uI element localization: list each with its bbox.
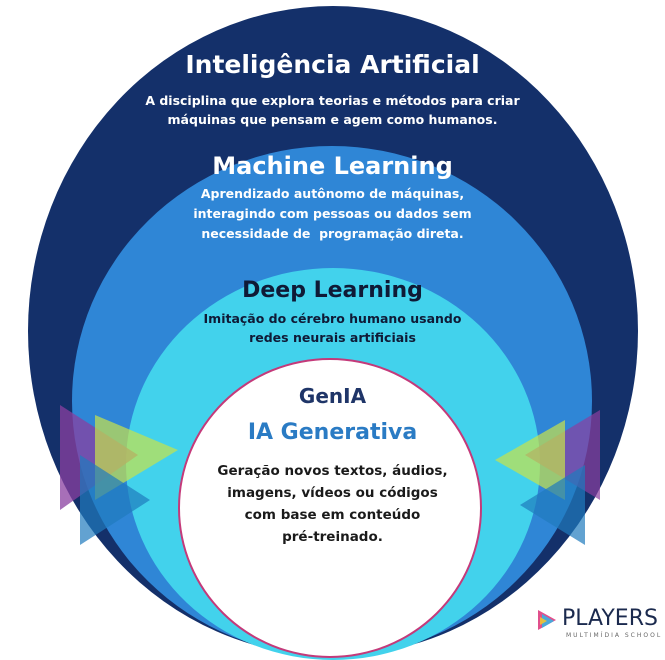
- right-blue-triangle: [520, 465, 585, 545]
- genia-circle: [178, 358, 482, 658]
- ml-desc-line: necessidade de programação direta.: [201, 226, 464, 241]
- ai-title: Inteligência Artificial: [185, 50, 480, 79]
- genia-subtitle: IA Generativa: [247, 420, 418, 445]
- ai-desc-line: A disciplina que explora teorias e métod…: [145, 93, 520, 108]
- ai-desc-line: máquinas que pensam e agem como humanos.: [167, 112, 498, 127]
- logo-text: PLAYERS: [562, 606, 658, 631]
- dl-description: Imitação do cérebro humano usando redes …: [0, 309, 665, 347]
- genia-desc-line: imagens, vídeos ou códigos: [227, 485, 438, 501]
- genia-title: GenIA: [298, 384, 367, 408]
- logo-subtext: MULTIMÍDIA SCHOOL: [566, 632, 663, 639]
- ai-description: A disciplina que explora teorias e métod…: [0, 91, 665, 129]
- genia-desc-line: com base em conteúdo: [244, 507, 421, 523]
- ml-desc-line: interagindo com pessoas ou dados sem: [193, 206, 472, 221]
- right-green-triangle: [495, 420, 565, 500]
- genia-desc-line: pré-treinado.: [282, 529, 383, 545]
- dl-desc-line: redes neurais artificiais: [249, 330, 416, 345]
- play-logo-icon: [538, 610, 556, 630]
- genia-desc-line: Geração novos textos, áudios,: [217, 463, 448, 479]
- left-blue-triangle: [80, 455, 150, 545]
- dl-desc-line: Imitação do cérebro humano usando: [203, 311, 462, 326]
- genia-description: Geração novos textos, áudios, imagens, v…: [0, 460, 665, 548]
- dl-title: Deep Learning: [242, 278, 423, 303]
- players-logo: PLAYERS MULTIMÍDIA SCHOOL: [536, 604, 665, 644]
- ml-title: Machine Learning: [212, 152, 453, 180]
- ml-desc-line: Aprendizado autônomo de máquinas,: [200, 186, 465, 201]
- ml-description: Aprendizado autônomo de máquinas, intera…: [0, 184, 665, 244]
